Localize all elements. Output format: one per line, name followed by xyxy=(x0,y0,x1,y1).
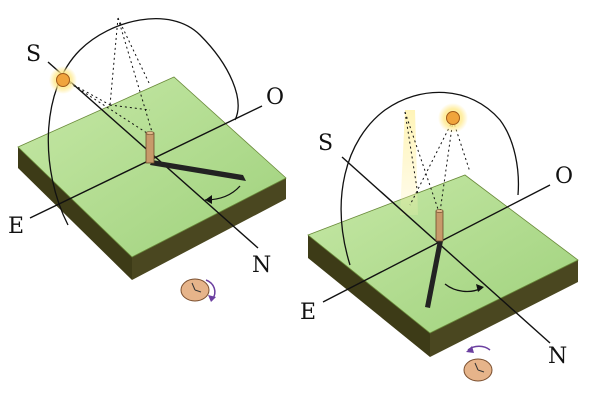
clock-arrowhead xyxy=(466,346,474,353)
ground-side-front xyxy=(132,178,286,280)
label-south: S xyxy=(26,42,41,67)
gnomon-icon xyxy=(435,210,444,242)
label-east: E xyxy=(300,300,316,325)
clock-arrowhead xyxy=(208,295,216,302)
gnomon-shadow xyxy=(425,240,443,308)
gnomon-top xyxy=(435,209,444,213)
arrowhead xyxy=(205,195,212,204)
gnomon-top xyxy=(145,131,155,135)
axis-south-north xyxy=(341,156,551,344)
sun-icon xyxy=(446,111,460,125)
sun-path-arc xyxy=(47,17,239,226)
axis-east-west xyxy=(322,184,551,303)
projection-lines xyxy=(404,111,471,216)
left-panel: S O E N xyxy=(8,17,287,302)
light-beam xyxy=(400,110,418,215)
gnomon-shadow xyxy=(150,160,246,181)
ground-top xyxy=(307,174,579,334)
label-west: O xyxy=(266,85,284,110)
label-east: E xyxy=(8,214,24,239)
ground-side-left xyxy=(308,235,430,357)
gnomon-icon xyxy=(145,132,155,164)
label-south: S xyxy=(318,131,333,156)
sun-icon xyxy=(56,73,70,87)
ground-top xyxy=(17,76,287,258)
label-north: N xyxy=(548,344,567,369)
ground-side-front xyxy=(430,260,578,357)
clock-icon xyxy=(180,278,210,302)
label-west: O xyxy=(555,164,573,189)
ground-side-left xyxy=(18,147,132,280)
sun-path-arc xyxy=(340,91,520,266)
right-panel: S O E N xyxy=(300,91,579,382)
arrowhead xyxy=(476,284,484,292)
label-north: N xyxy=(252,253,271,278)
clock-icon xyxy=(463,358,493,382)
